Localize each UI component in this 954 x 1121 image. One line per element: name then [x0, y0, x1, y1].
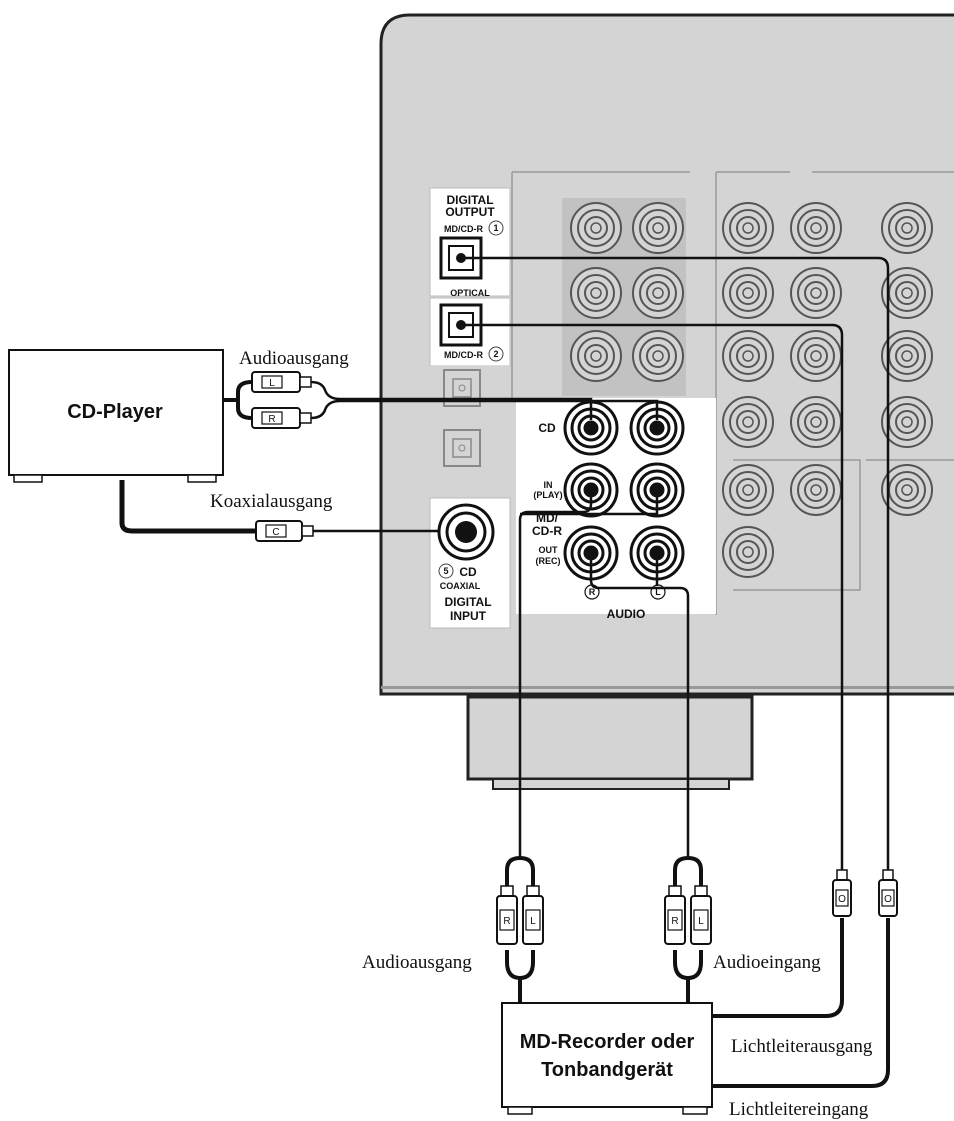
coax-cable-device: [119, 480, 256, 534]
grey-jack-19: [722, 464, 774, 516]
out-label: OUT: [539, 545, 559, 555]
grey-jack-11: [570, 330, 622, 382]
md-audio-out-label: Audioausgang: [362, 952, 472, 973]
md-in-r-label: R: [671, 916, 678, 927]
grey-rca-jacks: [570, 202, 933, 578]
grey-jack-20: [790, 464, 842, 516]
plug-r-label: R: [268, 414, 275, 425]
grey-jack-15: [881, 330, 933, 382]
cd-audio-cable-l: [310, 399, 659, 420]
md-cdr-1-label: MD/CD-R: [444, 224, 483, 234]
cd-audio-cable-r: [310, 380, 593, 420]
digital-input-label-2: INPUT: [450, 609, 487, 623]
digital-input-label: DIGITAL: [444, 595, 491, 609]
grey-jack-13: [722, 330, 774, 382]
grey-jack-4: [790, 202, 842, 254]
grey-jack-18: [881, 396, 933, 448]
grey-jack-16: [722, 396, 774, 448]
md-out-plug-l: L: [522, 885, 544, 945]
cdr-label: CD-R: [532, 524, 562, 538]
optical-plug-out: O: [832, 869, 852, 917]
rca-jack-2: [629, 400, 685, 456]
number-5-label: 5: [443, 566, 448, 576]
grey-jack-17: [790, 396, 842, 448]
rec-label: (REC): [536, 556, 561, 566]
grey-jack-5: [881, 202, 933, 254]
grey-jack-22: [722, 526, 774, 578]
md-out-l-label: L: [530, 916, 536, 927]
optical-cable-1: [461, 256, 890, 870]
grey-jack-14: [790, 330, 842, 382]
cd-plug-l: L: [251, 371, 312, 393]
md-in-plug-r: R: [664, 885, 686, 945]
cd-player-label: CD-Player: [67, 401, 163, 423]
plug-c-label: C: [272, 527, 279, 538]
optical-plug-in-label: O: [884, 894, 892, 905]
coaxial-input-section: 5 CD COAXIAL DIGITAL INPUT: [429, 497, 511, 629]
grey-jack-12: [632, 330, 684, 382]
md-out-plug-r: R: [496, 885, 518, 945]
cd-audio-out-label: Audioausgang: [239, 348, 349, 369]
md-rec-cable: [589, 555, 690, 858]
cd-coax-out-label: Koaxialausgang: [210, 491, 333, 512]
grey-jack-10: [881, 267, 933, 319]
grey-jack-3: [722, 202, 774, 254]
md-recorder-label-2: Tonbandgerät: [541, 1059, 673, 1081]
coax-plug: C: [255, 520, 314, 542]
optical-label: OPTICAL: [450, 288, 490, 298]
optical-plug-out-label: O: [838, 894, 846, 905]
cd-plug-r: R: [251, 407, 312, 429]
optical-cable-2: [461, 323, 844, 870]
plug-l-label: L: [269, 378, 275, 389]
number-2-label: 2: [493, 349, 498, 359]
grey-jack-21: [881, 464, 933, 516]
cd-player-device: CD-Player: [8, 349, 224, 483]
md-out-r-label: R: [503, 916, 510, 927]
coax-cd-label: CD: [459, 565, 477, 579]
md-in-plug-l: L: [690, 885, 712, 945]
md-play-cable: [518, 488, 593, 858]
optical-out-label: Lichtleiterausgang: [731, 1036, 873, 1057]
coaxial-label: COAXIAL: [440, 581, 481, 591]
grey-jack-1: [570, 202, 622, 254]
grey-jack-2: [632, 202, 684, 254]
grey-jack-9: [790, 267, 842, 319]
md-in-l-label: L: [698, 916, 704, 927]
md-recorder-device: MD-Recorder oder Tonbandgerät: [501, 1002, 713, 1115]
cables: [119, 256, 890, 1088]
optical-plug-in: O: [878, 869, 898, 917]
digital-output-label-2: OUTPUT: [445, 205, 495, 219]
left-channel-marker: L: [655, 587, 661, 597]
receiver-foot: [466, 695, 754, 790]
optical-in-label: Lichtleitereingang: [729, 1099, 869, 1120]
cd-label: CD: [538, 421, 556, 435]
play-label: (PLAY): [533, 490, 562, 500]
in-label: IN: [544, 480, 553, 490]
number-1-label: 1: [493, 223, 498, 233]
grey-jack-8: [722, 267, 774, 319]
right-channel-marker: R: [589, 587, 596, 597]
optical-in-jack-grey-2: [443, 429, 481, 467]
grey-jack-7: [632, 267, 684, 319]
audio-label: AUDIO: [607, 607, 646, 621]
md-audio-in-label: Audioeingang: [713, 952, 821, 973]
md-cdr-2-label: MD/CD-R: [444, 350, 483, 360]
md-recorder-label-1: MD-Recorder oder: [520, 1031, 695, 1053]
grey-jack-6: [570, 267, 622, 319]
digital-output-label: DIGITAL: [446, 193, 493, 207]
